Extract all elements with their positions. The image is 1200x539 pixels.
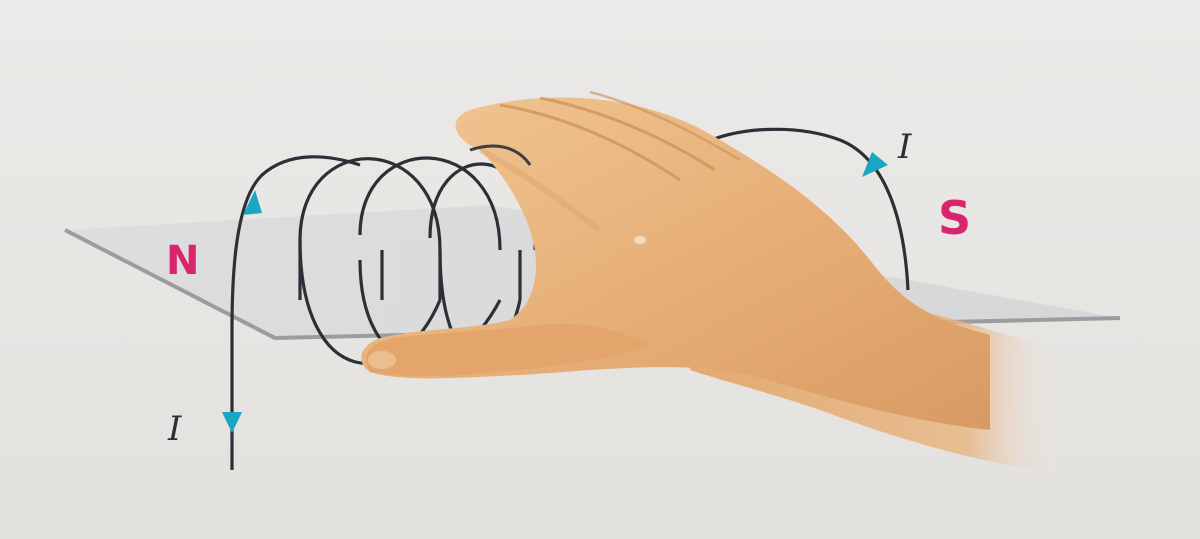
current-label-top: I xyxy=(897,127,912,167)
north-pole-label: N xyxy=(166,238,199,284)
current-label-bottom: I xyxy=(167,409,182,449)
south-pole-label: S xyxy=(938,191,971,245)
arrow-icon-lead-down xyxy=(222,412,242,433)
